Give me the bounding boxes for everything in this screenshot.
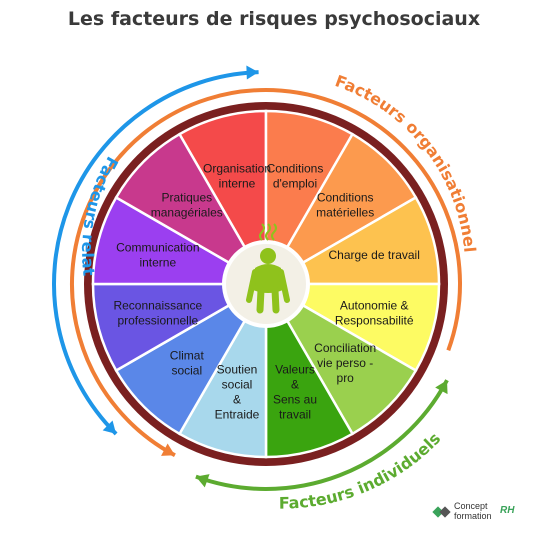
arc-organisationnels-a <box>70 186 176 458</box>
segment-label-line: Reconnaissance <box>113 298 202 312</box>
arc-relationnels <box>52 70 259 436</box>
segment-label-line: vie perso - <box>317 356 373 370</box>
segment-label-line: Responsabilité <box>335 313 414 327</box>
segment-label-line: interne <box>219 176 256 190</box>
segment-label-line: social <box>171 364 202 378</box>
segment-label-line: & <box>291 378 299 392</box>
segment-label-line: Autonomie & <box>340 298 409 312</box>
page-title: Les facteurs de risques psychosociaux <box>67 8 481 30</box>
segment-label-line: Conditions <box>267 161 324 175</box>
segment-label-line: Conciliation <box>314 341 376 355</box>
concept-formation-logo: Concept formation RH <box>432 500 542 530</box>
segment-label-line: Conditions <box>317 190 374 204</box>
person-icon <box>246 223 290 314</box>
segment-label-line: d'emploi <box>273 176 317 190</box>
logo-line1: Concept <box>454 501 488 511</box>
arc-organisationnels-b <box>96 88 462 352</box>
segment-label-line: interne <box>139 256 176 270</box>
segment-label-line: Sens au <box>273 393 317 407</box>
arc-individuels <box>195 379 449 491</box>
segment-label-line: pro <box>337 371 355 385</box>
logo-mark-icon <box>432 506 451 518</box>
segment-label-line: & <box>233 393 241 407</box>
segment-label-line: professionnelle <box>117 313 198 327</box>
segment-label-line: matérielles <box>316 205 374 219</box>
segment-label-line: managériales <box>151 205 223 219</box>
arrow-relationnels-end <box>246 65 259 80</box>
segment-label-line: Valeurs <box>275 363 315 377</box>
segment-label-line: travail <box>279 408 311 422</box>
segment-label-line: Communication <box>116 241 199 255</box>
segment-label-line: Soutien <box>217 363 258 377</box>
factor-arcs <box>52 65 462 491</box>
arrow-relationnels-start <box>102 420 117 434</box>
segment-label-4: Autonomie &Responsabilité <box>335 298 414 327</box>
segment-label-line: Charge de travail <box>328 248 419 262</box>
segment-label-line: Climat <box>170 349 205 363</box>
segment-label-3: Charge de travail <box>328 248 419 262</box>
segment-label-line: Entraide <box>215 408 260 422</box>
logo-suffix: RH <box>500 505 515 516</box>
arrow-individuels-end <box>195 474 210 488</box>
arrow-organisationnels-start <box>161 443 175 456</box>
hub <box>222 223 310 328</box>
arrow-individuels-start <box>435 380 448 395</box>
logo-line2: formation <box>454 511 492 521</box>
segment-label-line: social <box>222 378 253 392</box>
segment-label-line: Organisation <box>203 161 271 175</box>
segment-label-line: Pratiques <box>161 190 212 204</box>
